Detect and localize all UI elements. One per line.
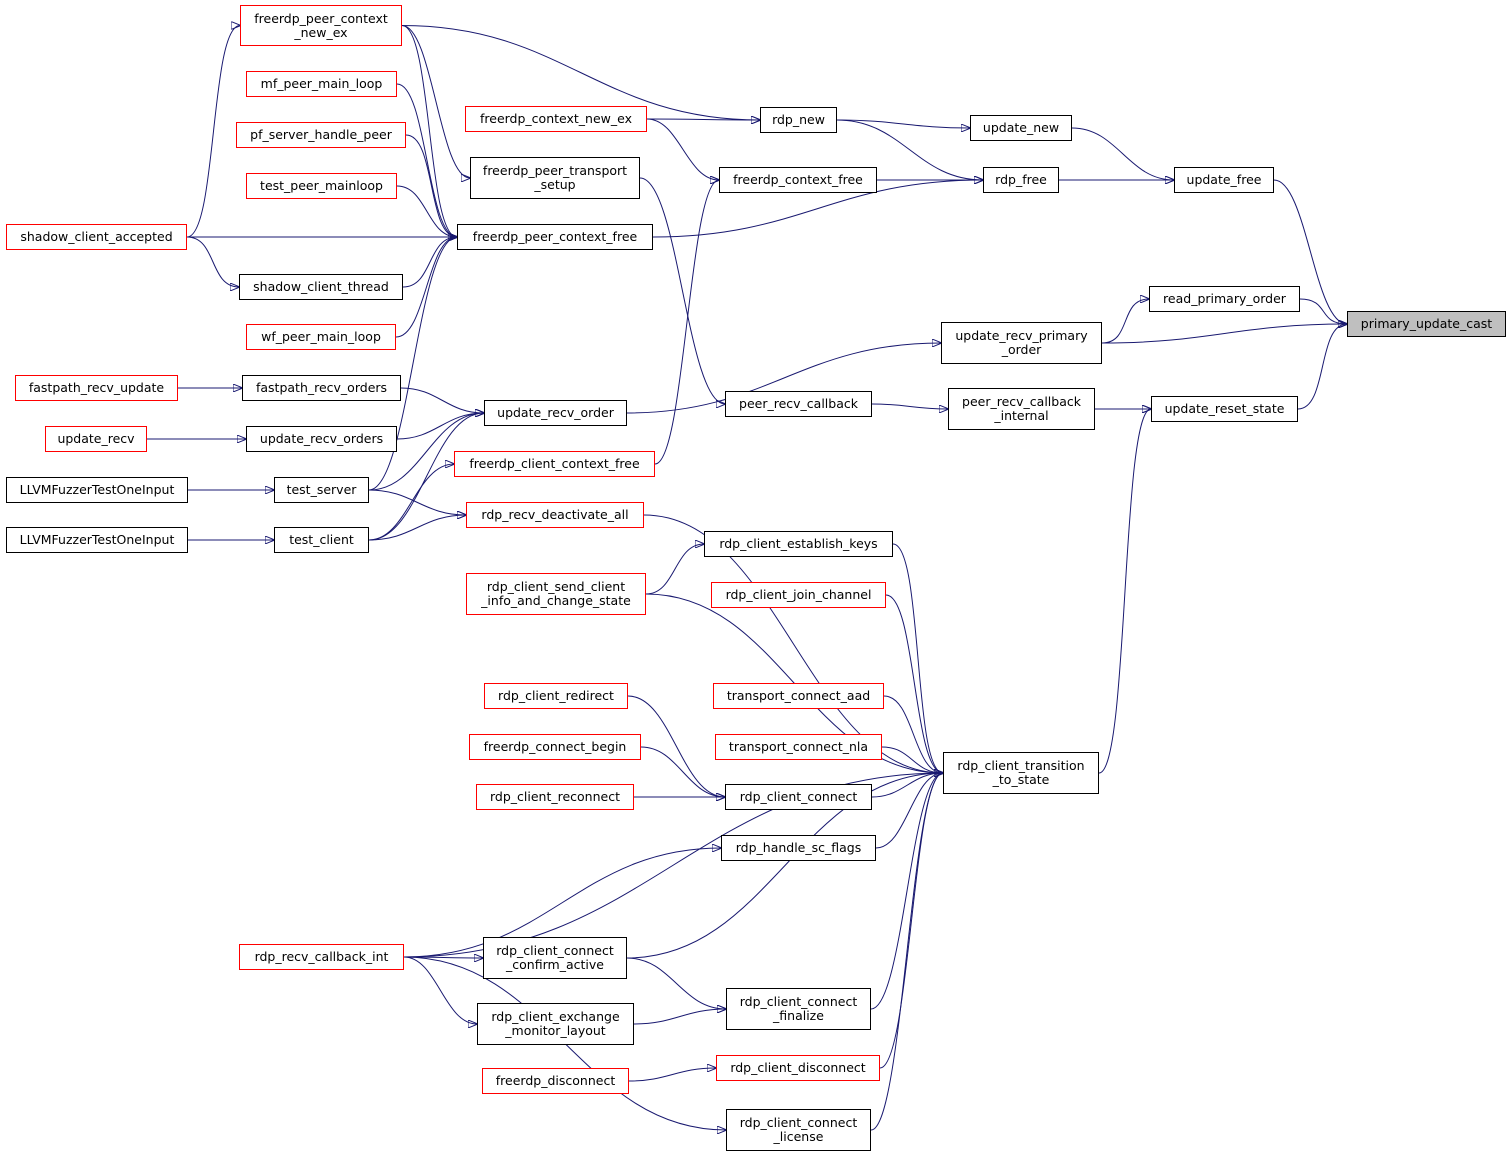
node-rdp-client-redirect[interactable]: rdp_client_redirect (484, 683, 628, 709)
edge-shadow-client-accepted-to-freerdp-peer-context-new-ex (186, 26, 240, 238)
node-rdp-recv-deactivate-all[interactable]: rdp_recv_deactivate_all (466, 502, 644, 528)
node-llvm1[interactable]: LLVMFuzzerTestOneInput (6, 477, 188, 503)
node-update-recv[interactable]: update_recv (45, 426, 147, 452)
edge-rdp-client-establish-keys-to-rdp-client-transition-to-state (892, 543, 943, 773)
edge-freerdp-context-new-ex-to-freerdp-context-free (646, 118, 719, 180)
edge-freerdp-client-context-free-to-freerdp-context-free (654, 180, 719, 465)
node-llvm2[interactable]: LLVMFuzzerTestOneInput (6, 527, 188, 553)
node-freerdp-peer-context-new-ex[interactable]: freerdp_peer_context _new_ex (240, 5, 402, 46)
node-rdp-client-transition-to-state[interactable]: rdp_client_transition _to_state (943, 752, 1099, 794)
node-freerdp-context-free[interactable]: freerdp_context_free (719, 167, 877, 193)
edge-rdp-recv-callback-int-to-rdp-handle-sc-flags (403, 848, 721, 958)
edge-freerdp-connect-begin-to-rdp-client-connect (640, 746, 725, 797)
node-rdp-client-reconnect[interactable]: rdp_client_reconnect (476, 784, 634, 810)
edge-rdp-new-to-update-new (836, 119, 970, 128)
node-freerdp-context-new-ex[interactable]: freerdp_context_new_ex (465, 106, 647, 132)
edge-freerdp-disconnect-to-rdp-client-disconnect (628, 1068, 716, 1082)
node-fastpath-recv-orders[interactable]: fastpath_recv_orders (242, 375, 401, 401)
edge-read-primary-order-to-primary-update-cast (1299, 298, 1347, 324)
edge-pf-server-handle-peer-to-freerdp-peer-context-free (405, 134, 457, 237)
node-update-recv-orders[interactable]: update_recv_orders (246, 426, 397, 452)
node-rdp-recv-callback-int[interactable]: rdp_recv_callback_int (239, 944, 404, 970)
edge-rdp-client-transition-to-state-to-update-reset-state (1098, 409, 1151, 774)
node-transport-connect-aad[interactable]: transport_connect_aad (713, 683, 884, 709)
node-primary-update-cast: primary_update_cast (1347, 311, 1506, 337)
edge-freerdp-peer-context-free-to-rdp-free (652, 180, 983, 238)
edge-freerdp-peer-context-new-ex-to-freerdp-peer-context-free (401, 25, 457, 238)
node-freerdp-peer-transport-setup[interactable]: freerdp_peer_transport _setup (470, 157, 640, 199)
node-rdp-client-establish-keys[interactable]: rdp_client_establish_keys (704, 531, 893, 557)
node-pf-server-handle-peer[interactable]: pf_server_handle_peer (236, 122, 406, 148)
node-rdp-handle-sc-flags[interactable]: rdp_handle_sc_flags (721, 835, 876, 861)
node-freerdp-peer-context-free[interactable]: freerdp_peer_context_free (457, 224, 653, 250)
node-freerdp-disconnect[interactable]: freerdp_disconnect (482, 1068, 629, 1094)
edge-test-client-to-update-recv-order (368, 413, 484, 541)
node-rdp-new[interactable]: rdp_new (760, 107, 837, 133)
edge-update-reset-state-to-primary-update-cast (1297, 324, 1347, 410)
node-transport-connect-nla[interactable]: transport_connect_nla (715, 734, 882, 760)
node-fastpath-recv-update[interactable]: fastpath_recv_update (15, 375, 178, 401)
node-update-new[interactable]: update_new (970, 115, 1072, 141)
edge-peer-recv-callback-to-peer-recv-callback-internal (871, 403, 948, 409)
edge-freerdp-peer-context-new-ex-to-rdp-new (401, 25, 760, 121)
node-peer-recv-callback-internal[interactable]: peer_recv_callback _internal (948, 388, 1095, 430)
node-rdp-client-disconnect[interactable]: rdp_client_disconnect (716, 1055, 880, 1081)
node-update-recv-order[interactable]: update_recv_order (484, 400, 627, 426)
edge-rdp-client-disconnect-to-rdp-client-transition-to-state (879, 773, 943, 1069)
edge-freerdp-peer-transport-setup-to-peer-recv-callback (639, 177, 725, 404)
edge-test-server-to-rdp-recv-deactivate-all (368, 489, 466, 515)
edge-rdp-client-connect-finalize-to-rdp-client-transition-to-state (870, 773, 943, 1010)
edge-test-client-to-rdp-recv-deactivate-all (368, 515, 466, 541)
edge-rdp-client-join-channel-to-rdp-client-transition-to-state (885, 594, 943, 773)
node-freerdp-client-context-free[interactable]: freerdp_client_context_free (454, 451, 655, 477)
edge-shadow-client-accepted-to-shadow-client-thread (186, 236, 239, 287)
node-rdp-client-send-client-info[interactable]: rdp_client_send_client _info_and_change_… (466, 573, 646, 615)
edge-shadow-client-thread-to-freerdp-peer-context-free (402, 237, 457, 288)
edge-rdp-client-connect-confirm-active-to-rdp-client-connect-finalize (626, 957, 726, 1009)
node-rdp-client-connect-finalize[interactable]: rdp_client_connect _finalize (726, 988, 871, 1030)
node-rdp-client-connect-license[interactable]: rdp_client_connect _license (726, 1109, 871, 1151)
node-shadow-client-accepted[interactable]: shadow_client_accepted (6, 224, 187, 250)
edge-rdp-client-redirect-to-rdp-client-connect (627, 695, 725, 797)
edge-update-new-to-update-free (1071, 127, 1174, 180)
edge-rdp-client-exchange-monitor-layout-to-rdp-client-connect-finalize (633, 1009, 726, 1025)
node-mf-peer-main-loop[interactable]: mf_peer_main_loop (246, 71, 397, 97)
edge-rdp-client-connect-license-to-rdp-client-transition-to-state (870, 773, 943, 1131)
edge-rdp-recv-callback-int-to-rdp-client-exchange-monitor-layout (403, 956, 477, 1024)
node-rdp-client-join-channel[interactable]: rdp_client_join_channel (711, 582, 886, 608)
node-rdp-client-exchange-monitor-layout[interactable]: rdp_client_exchange _monitor_layout (477, 1003, 634, 1045)
edge-rdp-new-to-rdp-free (836, 119, 983, 180)
edge-mf-peer-main-loop-to-freerdp-peer-context-free (396, 83, 457, 237)
edge-freerdp-peer-context-new-ex-to-freerdp-peer-transport-setup (401, 25, 470, 179)
node-shadow-client-thread[interactable]: shadow_client_thread (239, 274, 403, 300)
node-freerdp-connect-begin[interactable]: freerdp_connect_begin (469, 734, 641, 760)
edge-rdp-client-connect-confirm-active-to-rdp-client-transition-to-state (626, 773, 943, 959)
edge-rdp-recv-deactivate-all-to-rdp-client-transition-to-state (643, 514, 943, 773)
node-wf-peer-main-loop[interactable]: wf_peer_main_loop (246, 324, 396, 350)
edge-update-recv-order-to-update-recv-primary-order (626, 343, 941, 414)
edge-wf-peer-main-loop-to-freerdp-peer-context-free (395, 237, 457, 338)
node-update-recv-primary-order[interactable]: update_recv_primary _order (941, 322, 1102, 364)
edge-rdp-client-send-client-info-to-rdp-client-establish-keys (645, 544, 704, 595)
node-read-primary-order[interactable]: read_primary_order (1149, 286, 1300, 312)
node-update-reset-state[interactable]: update_reset_state (1151, 396, 1298, 422)
node-rdp-free[interactable]: rdp_free (983, 167, 1059, 193)
edge-test-client-to-freerdp-client-context-free (368, 464, 454, 541)
edge-test-server-to-update-recv-order (368, 413, 484, 491)
node-rdp-client-connect-confirm-active[interactable]: rdp_client_connect _confirm_active (483, 937, 627, 979)
edge-update-free-to-primary-update-cast (1273, 179, 1347, 324)
node-rdp-client-connect[interactable]: rdp_client_connect (725, 784, 872, 810)
node-peer-recv-callback[interactable]: peer_recv_callback (725, 391, 872, 417)
edge-update-recv-primary-order-to-primary-update-cast (1101, 324, 1347, 344)
node-test-server[interactable]: test_server (274, 477, 369, 503)
node-test-peer-mainloop[interactable]: test_peer_mainloop (246, 173, 397, 199)
edge-rdp-handle-sc-flags-to-rdp-client-transition-to-state (875, 773, 943, 849)
edge-fastpath-recv-orders-to-update-recv-order (400, 387, 484, 413)
node-update-free[interactable]: update_free (1174, 167, 1274, 193)
edge-test-server-to-freerdp-peer-context-free (368, 237, 457, 491)
edge-update-recv-primary-order-to-read-primary-order (1101, 299, 1149, 344)
node-test-client[interactable]: test_client (274, 527, 369, 553)
